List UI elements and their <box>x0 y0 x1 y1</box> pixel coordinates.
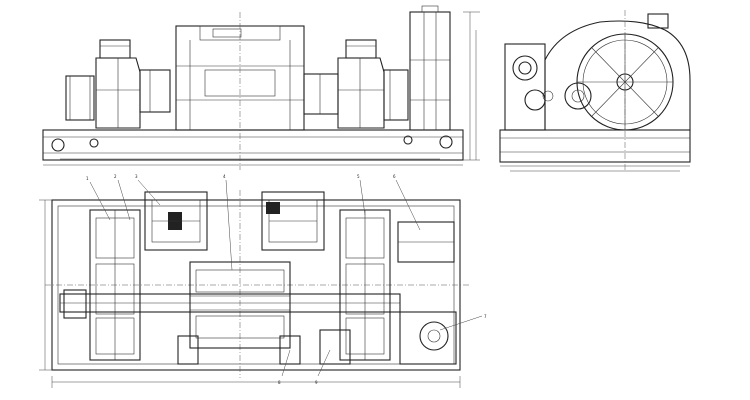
callout-3: 3 <box>135 174 138 179</box>
callout-5: 5 <box>357 174 360 179</box>
plan-view <box>39 179 483 388</box>
callout-labels: 1 2 3 4 5 6 7 8 9 <box>86 174 487 385</box>
plan-left-motor <box>144 191 208 251</box>
callout-9: 9 <box>315 380 318 385</box>
plan-right-motor <box>261 191 325 251</box>
front-elevation-view <box>42 5 480 170</box>
callout-2: 2 <box>114 174 117 179</box>
plan-brake-unit <box>399 311 457 365</box>
plan-winch-drum <box>189 261 291 349</box>
side-base-frame <box>499 129 691 163</box>
front-base-frame <box>42 129 464 161</box>
side-gear-housing <box>544 20 691 131</box>
front-right-tower <box>409 11 451 131</box>
callout-6: 6 <box>393 174 396 179</box>
side-elevation-view <box>499 10 691 172</box>
callout-4: 4 <box>223 174 226 179</box>
front-right-gearbox <box>337 57 385 129</box>
callout-1: 1 <box>86 176 89 181</box>
callout-8: 8 <box>278 380 281 385</box>
front-left-motor <box>65 75 95 121</box>
callout-7: 7 <box>484 314 487 319</box>
